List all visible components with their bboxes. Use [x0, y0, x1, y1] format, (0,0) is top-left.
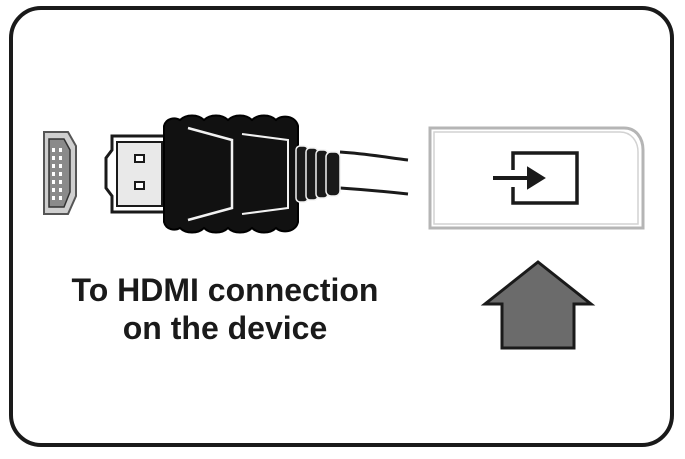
- hdmi-plug-icon: [104, 114, 409, 234]
- input-source-icon: [493, 151, 579, 205]
- up-arrow-icon: [480, 260, 596, 350]
- hdmi-port-icon: [43, 131, 77, 215]
- caption-line-2: on the device: [122, 310, 328, 346]
- caption-line-1: To HDMI connection: [71, 272, 379, 308]
